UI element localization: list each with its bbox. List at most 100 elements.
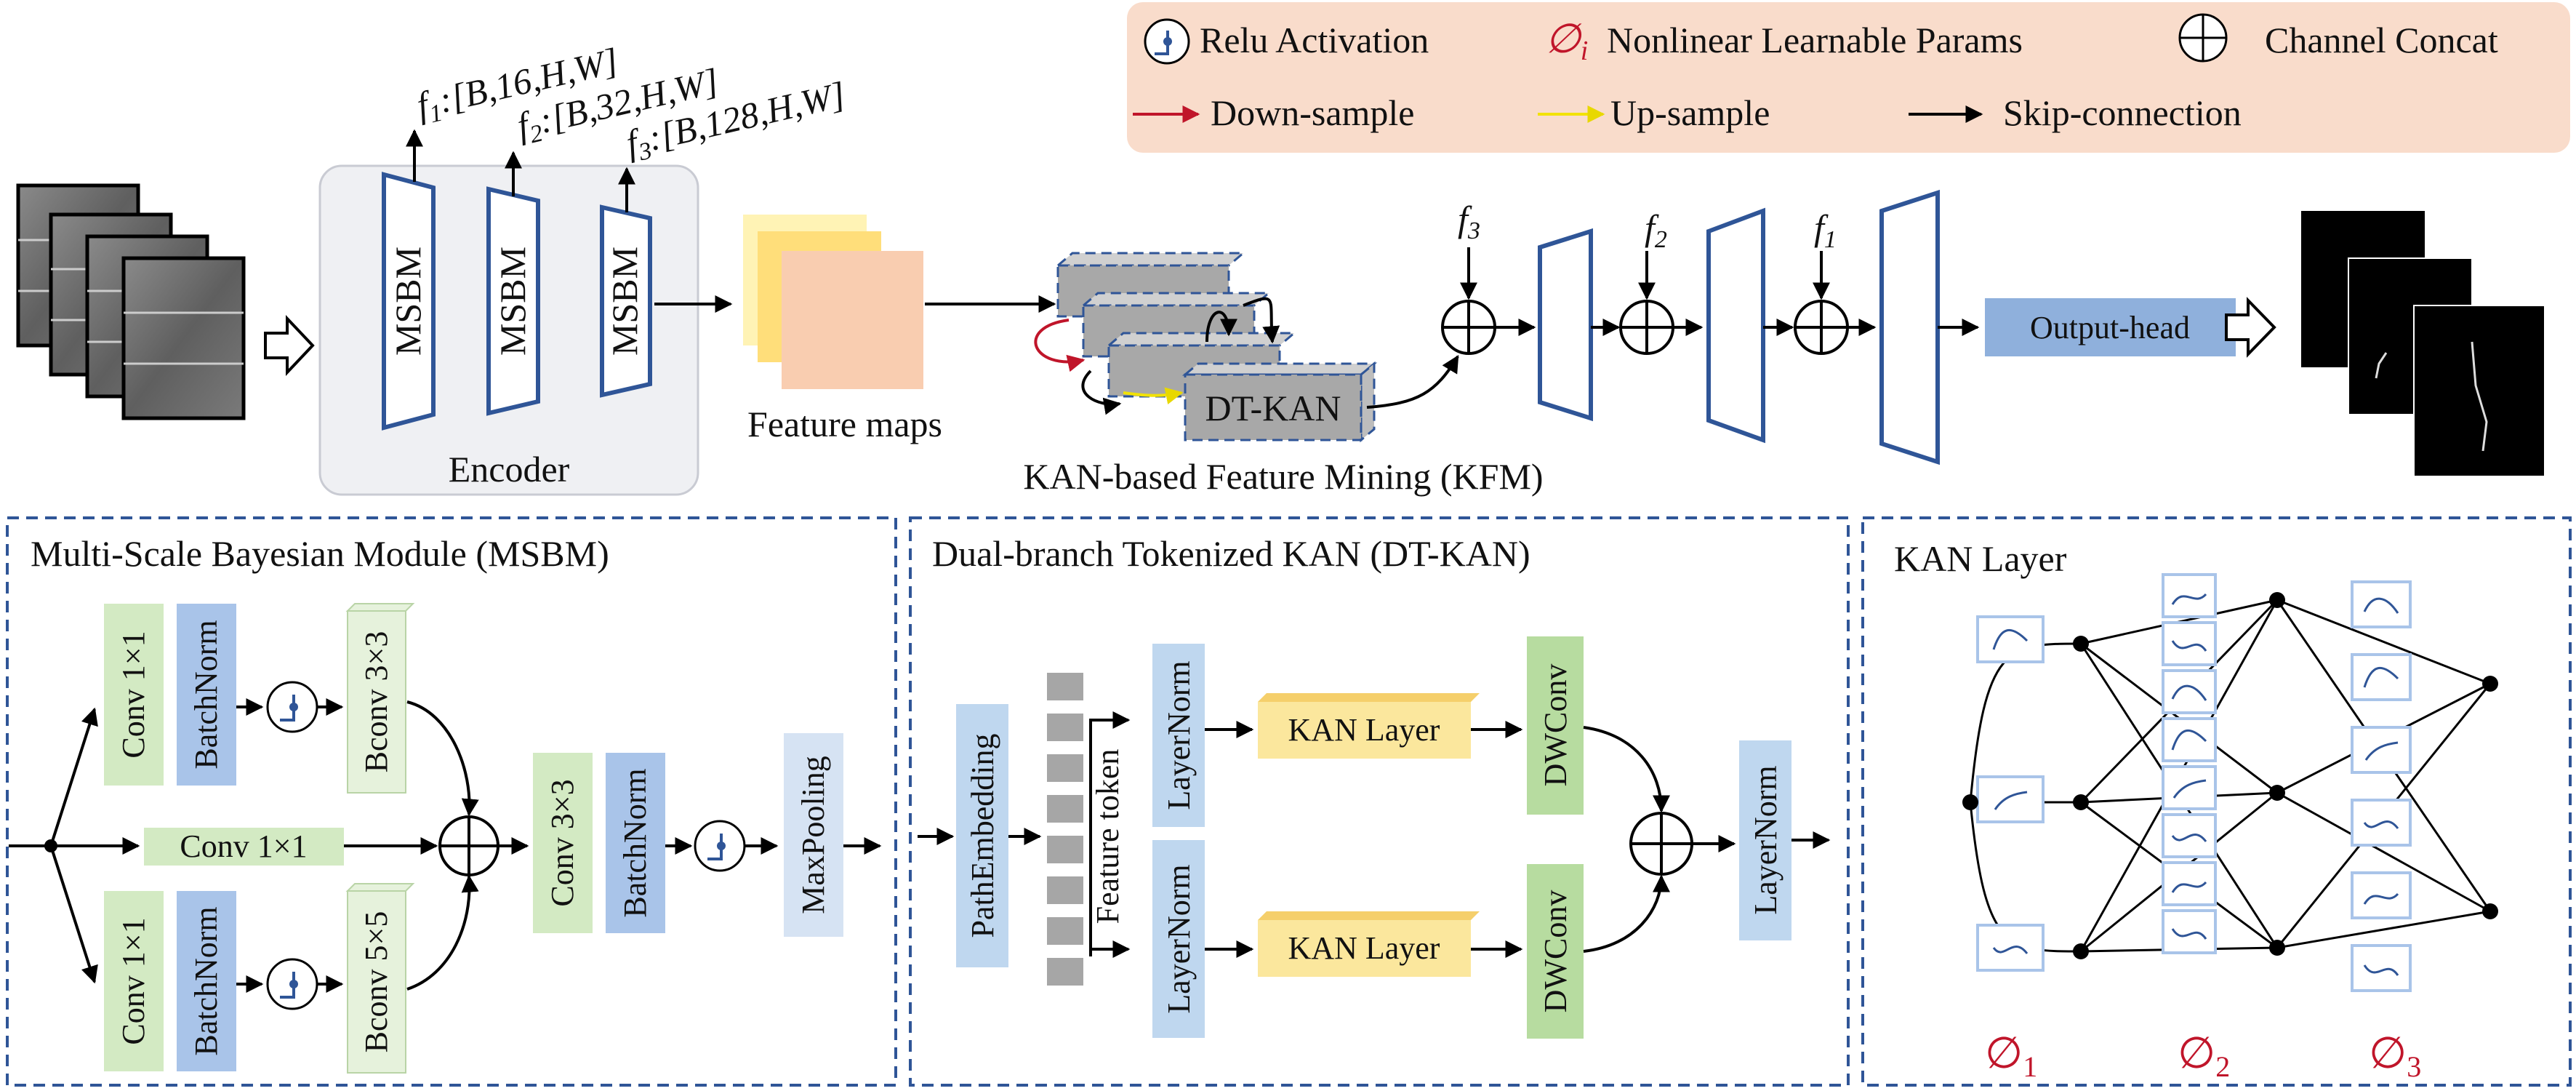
dtkan-feature-token-label: Feature token [1090, 749, 1126, 924]
svg-text:DWConv: DWConv [1538, 664, 1573, 787]
output-head [1985, 298, 2236, 356]
dtkan-patch-embedding [956, 704, 1008, 967]
decoder: f3 f2 f1 Output-head [1441, 189, 2236, 465]
svg-text:Conv 1×1: Conv 1×1 [180, 828, 307, 864]
dtkan-layernorm-bottom [1152, 840, 1205, 1038]
output-mask-3 [2413, 305, 2545, 477]
legend: Relu Activation ∅i Nonlinear Learnable P… [1127, 2, 2570, 153]
svg-text:MSBM: MSBM [388, 247, 428, 356]
legend-up-label: Up-sample [1610, 92, 1770, 133]
phi-function-box [2162, 669, 2217, 714]
svg-text:LayerNorm: LayerNorm [1161, 864, 1197, 1013]
svg-text:KAN Layer: KAN Layer [1288, 930, 1440, 966]
decoder-block-2 [1706, 207, 1765, 444]
kan-node [2073, 943, 2089, 959]
phi-function-box [2351, 726, 2412, 774]
msbm-maxpool [784, 733, 843, 937]
legend-skip-label: Skip-connection [2003, 92, 2242, 133]
msbm-panel: Multi-Scale Bayesian Module (MSBM) Conv … [6, 516, 897, 1087]
relu-icon [694, 820, 746, 872]
kan-layer-title: KAN Layer [1894, 538, 2067, 579]
msbm-title: Multi-Scale Bayesian Module (MSBM) [31, 533, 609, 574]
decoder-block-1 [1538, 228, 1593, 422]
phi-function-box [2162, 717, 2217, 762]
msbm-bn-top [177, 604, 236, 786]
decoder-block-3 [1879, 189, 1940, 465]
phi-function-box [1976, 775, 2045, 823]
msbm-bn-bottom [177, 891, 236, 1071]
encoder: MSBM MSBM MSBM f1:[B,16,H,W] f2:[B,32,H,… [318, 40, 849, 496]
decoder-concat-2 [1619, 300, 1674, 355]
msbm-conv1-bottom [104, 891, 164, 1071]
legend-concat-label: Channel Concat [2265, 20, 2498, 60]
kan-phi-3: ∅3 [2369, 1029, 2421, 1083]
phi-function-box [2162, 861, 2217, 906]
svg-text:Bconv 3×3: Bconv 3×3 [358, 631, 394, 773]
kan-node [2269, 785, 2285, 801]
encoder-block-1: MSBM [382, 172, 436, 431]
msbm-bconv3: Bconv 3×3 [345, 603, 415, 794]
dtkan-kan-layer-bottom: KAN Layer [1258, 911, 1480, 977]
svg-text:BatchNorm: BatchNorm [617, 768, 653, 917]
svg-text:MSBM: MSBM [492, 247, 533, 356]
svg-text:PathEmbedding: PathEmbedding [965, 733, 1000, 938]
svg-text:Conv 1×1: Conv 1×1 [116, 917, 151, 1044]
svg-text:Bconv 5×5: Bconv 5×5 [358, 911, 394, 1053]
feature-maps: Feature maps [743, 215, 942, 444]
relu-icon [266, 958, 318, 1010]
msbm-conv1-top [104, 604, 164, 786]
svg-text:Conv 1×1: Conv 1×1 [116, 631, 151, 758]
kan-node [2269, 592, 2285, 608]
phi-function-box [2351, 580, 2412, 628]
feature-maps-label: Feature maps [747, 404, 942, 444]
phi-function-box [2162, 621, 2217, 666]
kan-node [2269, 940, 2285, 956]
legend-relu-label: Relu Activation [1200, 20, 1429, 60]
dtkan-feature-tokens [1047, 673, 1083, 986]
msbm-conv3 [533, 753, 593, 933]
kfm-block-4: DT-KAN [1181, 361, 1378, 443]
kfm-title: KAN-based Feature Mining (KFM) [1023, 456, 1543, 497]
kan-phi-2: ∅2 [2178, 1029, 2230, 1083]
decoder-concat-1 [1441, 300, 1496, 355]
legend-phi-symbol: ∅i [1545, 17, 1588, 66]
phi-function-box [2351, 653, 2412, 701]
svg-text:BatchNorm: BatchNorm [188, 906, 224, 1055]
svg-text:DWConv: DWConv [1538, 890, 1573, 1013]
output-masks [2301, 211, 2545, 477]
dtkan-title: Dual-branch Tokenized KAN (DT-KAN) [932, 533, 1530, 574]
svg-text:BatchNorm: BatchNorm [188, 620, 224, 769]
dtkan-dwconv-bottom [1527, 864, 1584, 1039]
encoder-block-3: MSBM [600, 204, 652, 398]
encoder-title: Encoder [449, 449, 570, 489]
kan-node [1962, 794, 1978, 810]
svg-text:LayerNorm: LayerNorm [1161, 660, 1197, 810]
input-hollow-arrow [264, 314, 315, 377]
phi-function-box [2351, 871, 2412, 919]
input-image-4 [121, 256, 246, 420]
phi-function-box [1976, 615, 2045, 663]
kan-layer-panel: KAN Layer ∅1 ∅2 ∅3 [1861, 516, 2572, 1087]
dtkan-kan-layer-top: KAN Layer [1258, 693, 1480, 759]
phi-function-box [2162, 573, 2217, 618]
relu-icon [1144, 18, 1190, 65]
decoder-skip-f2: f2 [1645, 207, 1667, 253]
dtkan-dwconv-top [1527, 636, 1584, 815]
kan-node [2482, 676, 2498, 692]
msbm-bconv5: Bconv 5×5 [345, 883, 415, 1074]
concat-icon [2178, 13, 2228, 63]
kan-phi-1: ∅1 [1985, 1029, 2037, 1083]
phi-function-box [2162, 909, 2217, 954]
kan-node [2073, 636, 2089, 652]
kan-node [2482, 903, 2498, 919]
svg-text:LayerNorm: LayerNorm [1748, 765, 1783, 914]
phi-function-box [2162, 765, 2217, 810]
kfm-stack: DT-KAN KAN-based Feature Mining (KFM) [1023, 252, 1544, 497]
phi-function-box [2351, 944, 2412, 992]
legend-down-label: Down-sample [1211, 92, 1415, 133]
msbm-conv1-mid [144, 828, 344, 866]
encoder-block-2: MSBM [486, 186, 540, 416]
kan-node [2073, 794, 2089, 810]
msbm-concat-icon [438, 815, 499, 876]
